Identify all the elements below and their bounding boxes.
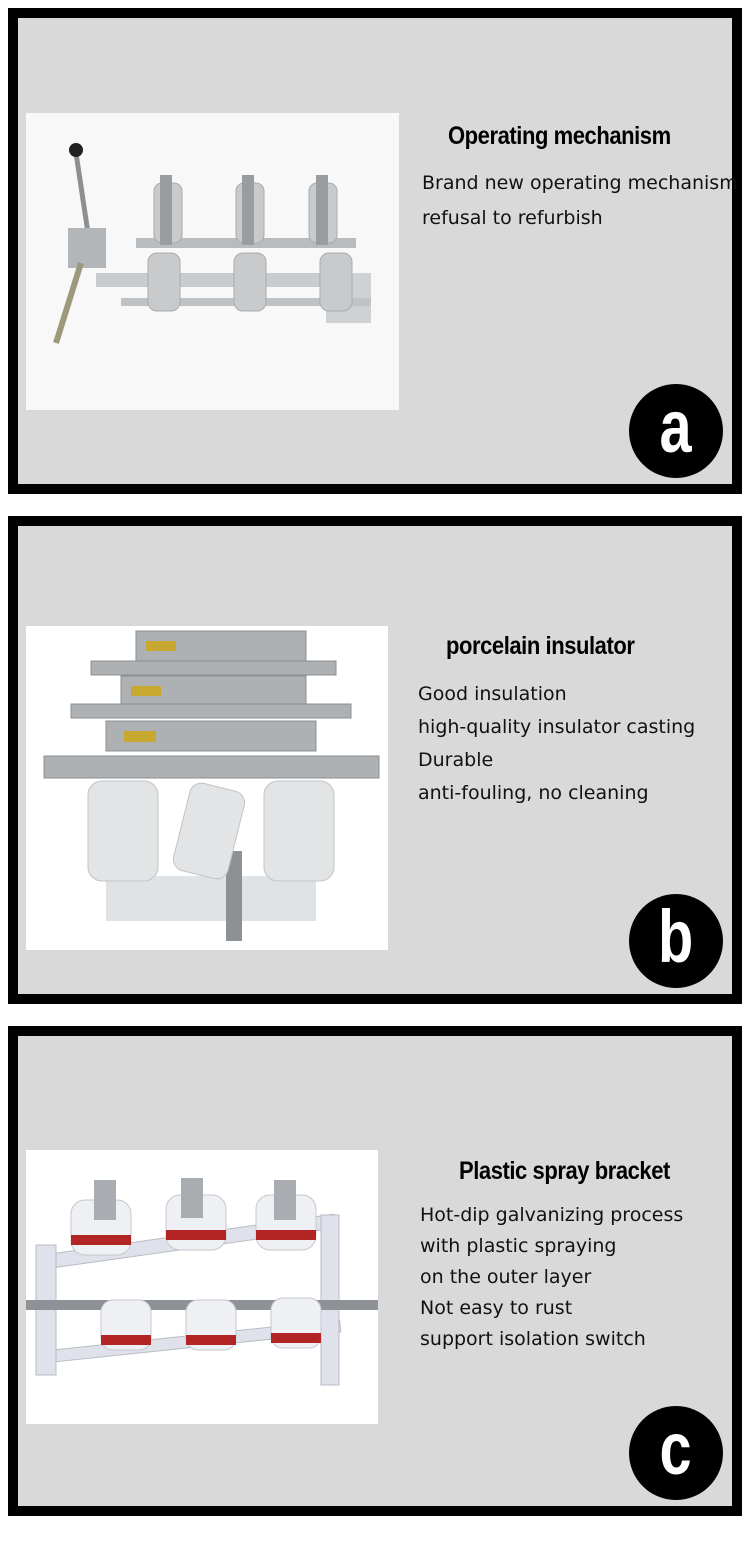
- badge-letter: b: [658, 895, 694, 978]
- badge-letter: c: [659, 1407, 693, 1490]
- feature-description: Brand new operating mechanism refusal to…: [422, 166, 738, 236]
- product-photo-plastic-spray-bracket: [26, 1150, 378, 1424]
- description-line: support isolation switch: [420, 1328, 646, 1350]
- description-line: anti-fouling, no cleaning: [418, 782, 649, 804]
- feature-description: Good insulation high-quality insulator c…: [418, 678, 695, 810]
- description-line: Not easy to rust: [420, 1297, 573, 1319]
- product-photo-porcelain-insulator: [26, 626, 388, 950]
- panel-title: Operating mechanism: [448, 122, 671, 150]
- panel-background: Plastic spray bracket Hot-dip galvanizin…: [18, 1036, 732, 1506]
- panel-title: porcelain insulator: [446, 632, 635, 660]
- feature-panel-c: Plastic spray bracket Hot-dip galvanizin…: [8, 1026, 742, 1516]
- panel-background: Operating mechanism Brand new operating …: [18, 18, 738, 484]
- feature-description: Hot-dip galvanizing process with plastic…: [420, 1200, 683, 1355]
- feature-panel-b: porcelain insulator Good insulation high…: [8, 516, 742, 1004]
- description-line: Hot-dip galvanizing process: [420, 1204, 684, 1226]
- description-line: Durable: [418, 749, 494, 771]
- description-line: Good insulation: [418, 683, 567, 705]
- description-line: Brand new operating mechanism: [422, 172, 738, 194]
- description-line: refusal to refurbish: [422, 207, 603, 229]
- description-line: on the outer layer: [420, 1266, 592, 1288]
- product-photo-operating-mechanism: [26, 113, 399, 410]
- badge-letter: a: [659, 385, 693, 468]
- panel-title: Plastic spray bracket: [459, 1157, 670, 1185]
- feature-panel-a: Operating mechanism Brand new operating …: [8, 8, 742, 494]
- description-line: with plastic spraying: [420, 1235, 617, 1257]
- description-line: high-quality insulator casting: [418, 716, 696, 738]
- panel-letter-badge: b: [629, 894, 723, 988]
- panel-letter-badge: c: [629, 1406, 723, 1500]
- panel-background: porcelain insulator Good insulation high…: [18, 526, 732, 994]
- panel-letter-badge: a: [629, 384, 723, 478]
